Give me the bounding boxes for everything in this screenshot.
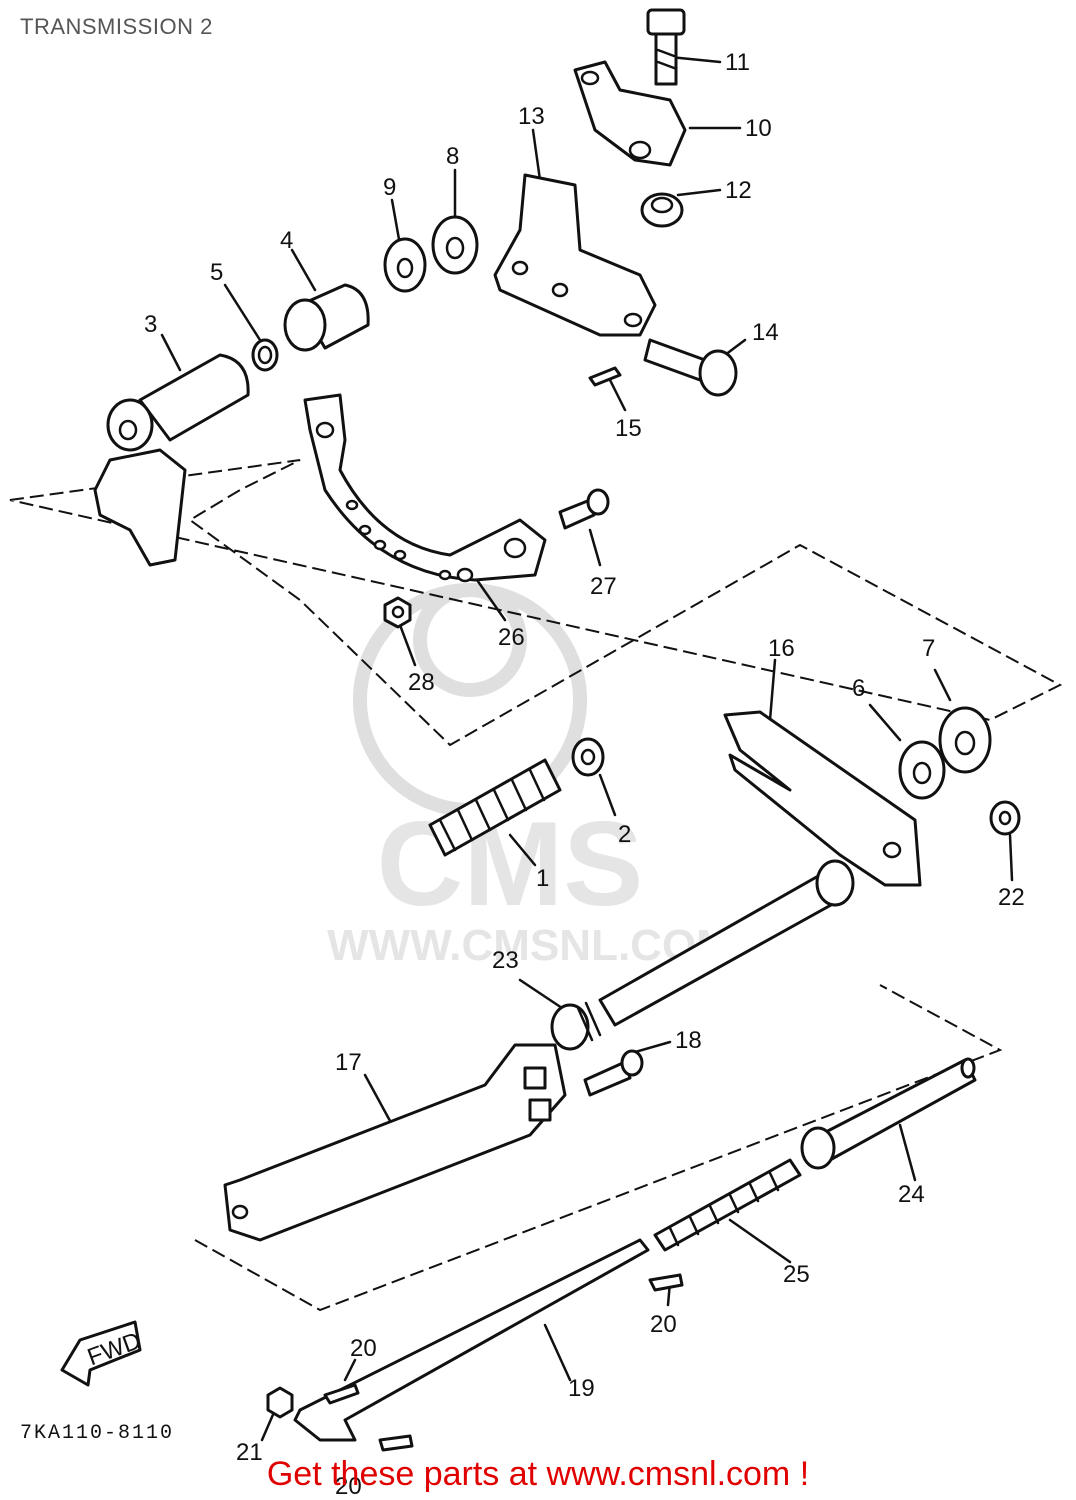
callout-22: 22 [998,884,1025,911]
part-25-spring[interactable] [653,1158,802,1252]
callout-16: 16 [768,635,795,662]
part-17-arm[interactable] [223,1043,567,1242]
part-4-bushing[interactable] [283,283,370,352]
part-3-shift-fork[interactable] [93,353,250,567]
callout-18: 18 [675,1027,702,1054]
part-24-pipe[interactable] [800,1057,977,1170]
callout-21: 21 [236,1439,263,1466]
part-16-lever[interactable] [723,710,922,887]
part-11-bolt[interactable] [646,8,686,86]
callout-6: 6 [852,675,865,702]
page-title: TRANSMISSION 2 [20,14,213,39]
part-20-clip-a[interactable] [648,1273,684,1292]
callout-8: 8 [446,143,459,170]
callout-20-a: 20 [650,1311,677,1338]
callout-25: 25 [783,1261,810,1288]
callout-26: 26 [498,624,525,651]
part-22-washer[interactable] [989,800,1021,836]
part-27-bolt[interactable] [558,488,610,530]
drawing-code: 7KA110-8110 [20,1422,175,1445]
part-14-pin[interactable] [643,338,738,397]
part-21-nut[interactable] [266,1386,294,1419]
footer-link[interactable]: Get these parts at www.cmsnl.com ! [266,1455,810,1493]
part-13-bracket[interactable] [493,173,657,337]
callout-13: 13 [518,103,545,130]
callout-27: 27 [590,573,617,600]
leader-lines [160,55,1014,1442]
part-shaft[interactable] [598,859,855,1027]
watermark-logo: CMS WWW.CMSNL.COM [327,583,733,970]
part-10-clamp[interactable] [573,60,687,167]
callout-14: 14 [752,319,779,346]
callout-23: 23 [492,947,519,974]
part-20-clip-c[interactable] [378,1434,414,1452]
callout-10: 10 [745,115,772,142]
part-20-clip-b[interactable] [323,1383,360,1405]
callout-labels: 11 10 13 8 12 9 4 5 3 14 15 27 26 28 16 … [144,49,1025,1500]
lower-assembly-outline [194,984,1003,1312]
part-18-bolt[interactable] [583,1049,644,1097]
part-28-nut[interactable] [383,596,412,629]
part-8-washer[interactable] [431,215,479,275]
callout-9: 9 [383,174,396,201]
part-9-washer[interactable] [383,237,427,293]
part-5-ring[interactable] [251,338,279,372]
callout-4: 4 [280,227,293,254]
callout-1: 1 [536,865,549,892]
part-23-spring[interactable] [550,1001,602,1051]
part-19-rod[interactable] [293,1238,650,1442]
part-26-curved-plate[interactable] [303,393,547,583]
callout-20-c: 20 [335,1473,362,1500]
callout-19: 19 [568,1375,595,1402]
part-12-nut[interactable] [640,192,684,228]
part-2-washer[interactable] [571,737,605,777]
callout-17: 17 [335,1049,362,1076]
callout-7: 7 [922,635,935,662]
part-7-washer[interactable] [938,706,992,774]
upper-assembly-outline [9,459,1063,747]
callout-28: 28 [408,669,435,696]
part-15-cotter-pin[interactable] [588,366,622,387]
callout-5: 5 [210,259,223,286]
callout-2: 2 [618,821,631,848]
callout-11: 11 [725,49,750,76]
callout-12: 12 [725,177,752,204]
part-6-washer[interactable] [898,740,946,800]
part-1-spring[interactable] [428,758,562,857]
callout-20-b: 20 [350,1335,377,1362]
fwd-direction-arrow: FWD [60,1320,145,1387]
callout-3: 3 [144,311,157,338]
callout-24: 24 [898,1181,925,1208]
callout-15: 15 [615,415,642,442]
